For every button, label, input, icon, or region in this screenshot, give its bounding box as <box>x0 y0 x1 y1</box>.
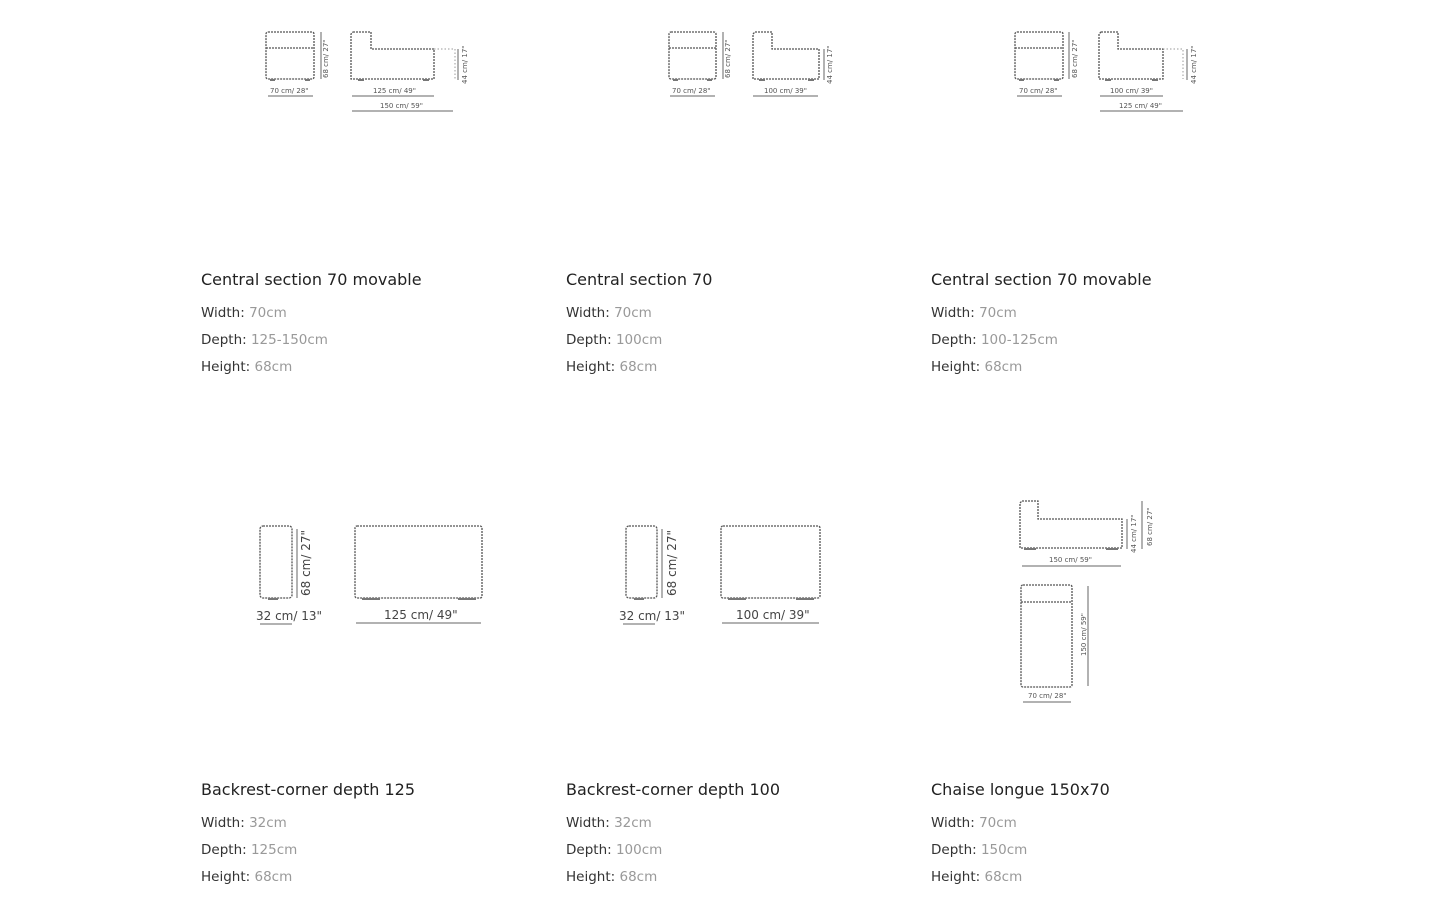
spec-value: 68cm <box>984 359 1023 375</box>
spec-value: 68cm <box>619 359 658 375</box>
product-card: Central section 70 movable Width: 70cm D… <box>201 270 541 381</box>
svg-text:150 cm/ 59": 150 cm/ 59" <box>380 102 423 110</box>
spec-label: Width: <box>201 815 245 831</box>
svg-text:68 cm/ 27": 68 cm/ 27" <box>724 39 732 78</box>
spec-value: 100cm <box>615 842 663 858</box>
spec-label: Height: <box>201 359 251 375</box>
diagram-backrest-125: 68 cm/ 27" 32 cm/ 13" 125 cm/ 49" <box>256 525 483 625</box>
svg-text:68 cm/ 27": 68 cm/ 27" <box>299 530 313 596</box>
diagram-central-70-movable-2: 68 cm/ 27" 70 cm/ 28" 44 cm/ 17" 100 cm/… <box>1014 31 1198 112</box>
spec-width: Width: 70cm <box>201 300 541 327</box>
spec-width: Width: 70cm <box>566 300 906 327</box>
svg-text:70 cm/ 28": 70 cm/ 28" <box>1019 87 1058 95</box>
spec-value: 125-150cm <box>250 332 328 348</box>
spec-height: Height: 68cm <box>566 864 906 891</box>
spec-width: Width: 70cm <box>931 300 1271 327</box>
product-card: Central section 70 movable Width: 70cm D… <box>931 270 1271 381</box>
product-card: Central section 70 Width: 70cm Depth: 10… <box>566 270 906 381</box>
product-card: Backrest-corner depth 125 Width: 32cm De… <box>201 780 541 891</box>
spec-depth: Depth: 100cm <box>566 837 906 864</box>
svg-text:32 cm/ 13": 32 cm/ 13" <box>619 609 685 623</box>
svg-text:68 cm/ 27": 68 cm/ 27" <box>1071 39 1079 78</box>
spec-label: Height: <box>566 869 616 885</box>
spec-depth: Depth: 100-125cm <box>931 327 1271 354</box>
spec-value: 68cm <box>254 869 293 885</box>
diagram-central-70-movable: 68 cm/ 27" 70 cm/ 28" 44 cm/ 17" 125 cm/… <box>265 31 469 112</box>
product-title: Central section 70 movable <box>931 270 1152 289</box>
spec-label: Depth: <box>201 842 247 858</box>
svg-text:100 cm/ 39": 100 cm/ 39" <box>1110 87 1153 95</box>
spec-value: 68cm <box>254 359 293 375</box>
spec-height: Height: 68cm <box>566 354 906 381</box>
spec-value: 70cm <box>249 305 287 321</box>
product-title: Central section 70 <box>566 270 713 289</box>
spec-value: 70cm <box>979 815 1017 831</box>
svg-text:70 cm/ 28": 70 cm/ 28" <box>270 87 309 95</box>
diagram-backrest-100: 68 cm/ 27" 32 cm/ 13" 100 cm/ 39" <box>619 525 821 625</box>
spec-height: Height: 68cm <box>201 354 541 381</box>
spec-height: Height: 68cm <box>931 354 1271 381</box>
svg-text:68 cm/ 27": 68 cm/ 27" <box>1146 507 1154 546</box>
spec-value: 32cm <box>614 815 652 831</box>
spec-label: Depth: <box>566 332 612 348</box>
diagram-chaise-longue: 44 cm/ 17" 68 cm/ 27" 150 cm/ 59" 150 cm… <box>1019 500 1154 703</box>
svg-text:44 cm/ 17": 44 cm/ 17" <box>1130 514 1138 553</box>
spec-depth: Depth: 125-150cm <box>201 327 541 354</box>
svg-text:125 cm/ 49": 125 cm/ 49" <box>1119 102 1162 110</box>
spec-value: 150cm <box>980 842 1028 858</box>
spec-width: Width: 70cm <box>931 810 1271 837</box>
spec-value: 68cm <box>619 869 658 885</box>
svg-text:125 cm/ 49": 125 cm/ 49" <box>384 608 458 622</box>
product-title: Backrest-corner depth 125 <box>201 780 416 799</box>
spec-label: Width: <box>566 305 610 321</box>
svg-text:125 cm/ 49": 125 cm/ 49" <box>373 87 416 95</box>
svg-text:100 cm/ 39": 100 cm/ 39" <box>764 87 807 95</box>
product-title: Backrest-corner depth 100 <box>566 780 781 799</box>
svg-text:68 cm/ 27": 68 cm/ 27" <box>322 39 330 78</box>
spec-height: Height: 68cm <box>931 864 1271 891</box>
spec-value: 68cm <box>984 869 1023 885</box>
svg-text:44 cm/ 17": 44 cm/ 17" <box>461 45 469 84</box>
spec-label: Depth: <box>931 332 977 348</box>
spec-label: Height: <box>201 869 251 885</box>
spec-depth: Depth: 125cm <box>201 837 541 864</box>
spec-depth: Depth: 100cm <box>566 327 906 354</box>
svg-text:32 cm/ 13": 32 cm/ 13" <box>256 609 322 623</box>
spec-label: Depth: <box>566 842 612 858</box>
spec-value: 70cm <box>614 305 652 321</box>
spec-value: 100cm <box>615 332 663 348</box>
spec-label: Width: <box>201 305 245 321</box>
spec-depth: Depth: 150cm <box>931 837 1271 864</box>
svg-text:70 cm/ 28": 70 cm/ 28" <box>1028 692 1067 700</box>
product-card: Chaise longue 150x70 Width: 70cm Depth: … <box>931 780 1271 891</box>
spec-value: 32cm <box>249 815 287 831</box>
spec-label: Width: <box>931 815 975 831</box>
svg-text:150 cm/ 59": 150 cm/ 59" <box>1049 556 1092 564</box>
spec-label: Height: <box>931 869 981 885</box>
svg-text:44 cm/ 17": 44 cm/ 17" <box>1190 45 1198 84</box>
spec-width: Width: 32cm <box>566 810 906 837</box>
svg-text:44 cm/ 17": 44 cm/ 17" <box>826 45 834 84</box>
spec-value: 100-125cm <box>980 332 1058 348</box>
product-title: Central section 70 movable <box>201 270 422 289</box>
product-card: Backrest-corner depth 100 Width: 32cm De… <box>566 780 906 891</box>
spec-label: Width: <box>566 815 610 831</box>
svg-text:150 cm/ 59": 150 cm/ 59" <box>1080 613 1088 656</box>
spec-label: Depth: <box>201 332 247 348</box>
product-title: Chaise longue 150x70 <box>931 780 1110 799</box>
svg-text:70 cm/ 28": 70 cm/ 28" <box>672 87 711 95</box>
spec-value: 70cm <box>979 305 1017 321</box>
svg-text:68 cm/ 27": 68 cm/ 27" <box>665 530 679 596</box>
svg-text:100 cm/ 39": 100 cm/ 39" <box>736 608 810 622</box>
spec-label: Height: <box>566 359 616 375</box>
spec-height: Height: 68cm <box>201 864 541 891</box>
spec-label: Width: <box>931 305 975 321</box>
diagram-central-70: 68 cm/ 27" 70 cm/ 28" 44 cm/ 17" 100 cm/… <box>668 31 834 97</box>
spec-value: 125cm <box>250 842 298 858</box>
spec-label: Depth: <box>931 842 977 858</box>
spec-width: Width: 32cm <box>201 810 541 837</box>
spec-label: Height: <box>931 359 981 375</box>
